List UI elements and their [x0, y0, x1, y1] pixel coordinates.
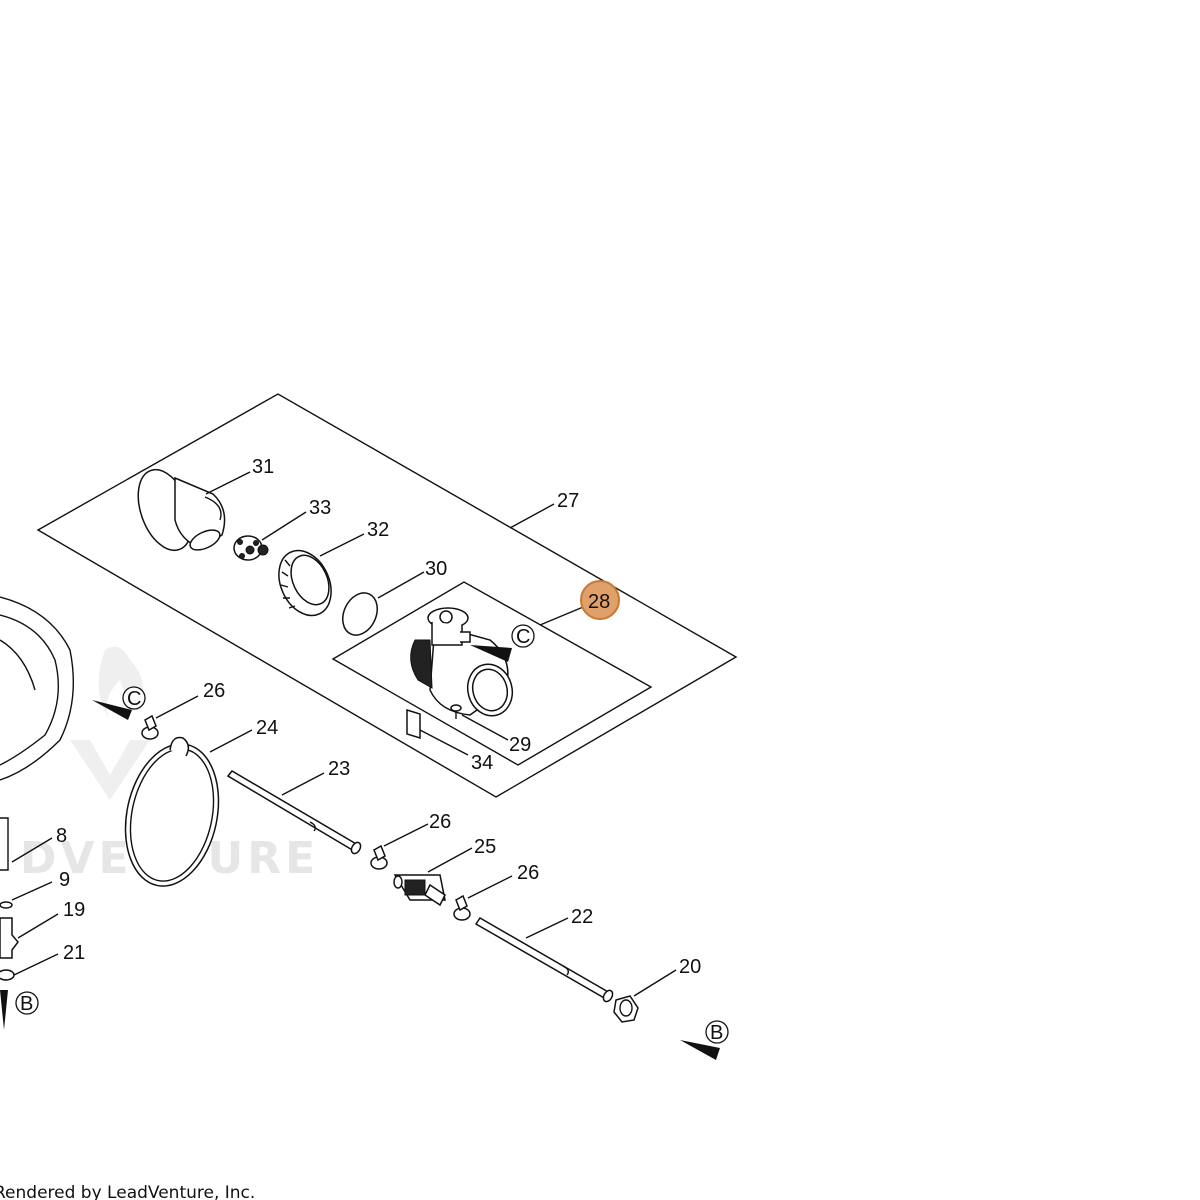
part-32-nut — [278, 549, 332, 617]
callout-30[interactable]: 30 — [425, 558, 447, 580]
callout-28[interactable]: 28 — [588, 591, 610, 613]
part-23-hose — [226, 770, 362, 855]
parts-left-stack — [0, 901, 19, 1030]
callout-21[interactable]: 21 — [63, 942, 85, 964]
part-33 — [233, 535, 269, 561]
callout-8[interactable]: 8 — [56, 825, 67, 847]
callout-31[interactable]: 31 — [252, 456, 274, 478]
part-30-oring — [342, 592, 378, 636]
connector-b-right-circle — [705, 1020, 729, 1044]
callout-33[interactable]: 33 — [309, 497, 331, 519]
part-26-clamp-c — [453, 894, 471, 921]
callout-23[interactable]: 23 — [328, 758, 350, 780]
housing-partial — [0, 596, 74, 871]
part-31-tube — [137, 468, 226, 552]
part-26-clamp-b — [370, 844, 388, 870]
connector-c-inner-label: C — [516, 626, 530, 648]
callout-24[interactable]: 24 — [256, 717, 278, 739]
callout-25[interactable]: 25 — [474, 836, 496, 858]
callout-29[interactable]: 29 — [509, 734, 531, 756]
callout-26-a[interactable]: 26 — [203, 680, 225, 702]
connector-b-left-circle — [15, 991, 39, 1015]
kit-outline-27 — [36, 393, 738, 798]
connector-c-left-circle — [122, 686, 146, 710]
part-28-filter — [410, 607, 514, 717]
connector-b-left-label: B — [20, 993, 33, 1015]
connector-c-left-label: C — [127, 688, 141, 710]
arrow-b-right — [680, 1040, 720, 1060]
kit-outline-28 — [331, 581, 653, 766]
part-24-band — [124, 736, 220, 887]
callout-26-c[interactable]: 26 — [517, 862, 539, 884]
callout-19[interactable]: 19 — [63, 899, 85, 921]
part-22-hose — [474, 916, 614, 1003]
part-26-clamp-a — [141, 714, 159, 740]
part-20-nut — [613, 995, 639, 1023]
part-29-screw — [450, 704, 462, 719]
connector-b-right-label: B — [710, 1022, 723, 1044]
connector-c-inner-circle — [511, 624, 535, 648]
callout-32[interactable]: 32 — [367, 519, 389, 541]
callout-22[interactable]: 22 — [571, 906, 593, 928]
arrow-c-inner — [470, 645, 512, 662]
part-34-label — [406, 708, 421, 740]
leader-lines — [11, 471, 677, 997]
footer-credit: Rendered by LeadVenture, Inc. — [0, 1183, 255, 1200]
callout-27[interactable]: 27 — [557, 490, 579, 512]
callout-34[interactable]: 34 — [471, 752, 493, 774]
callout-labels: 31 33 32 27 30 28 29 34 26 24 23 26 25 2… — [56, 456, 701, 978]
callout-26-b[interactable]: 26 — [429, 811, 451, 833]
callout-28-highlight[interactable] — [580, 580, 620, 620]
arrow-c-left — [92, 700, 132, 720]
callout-9[interactable]: 9 — [59, 869, 70, 891]
callout-20[interactable]: 20 — [679, 956, 701, 978]
part-25-valve — [393, 874, 446, 907]
